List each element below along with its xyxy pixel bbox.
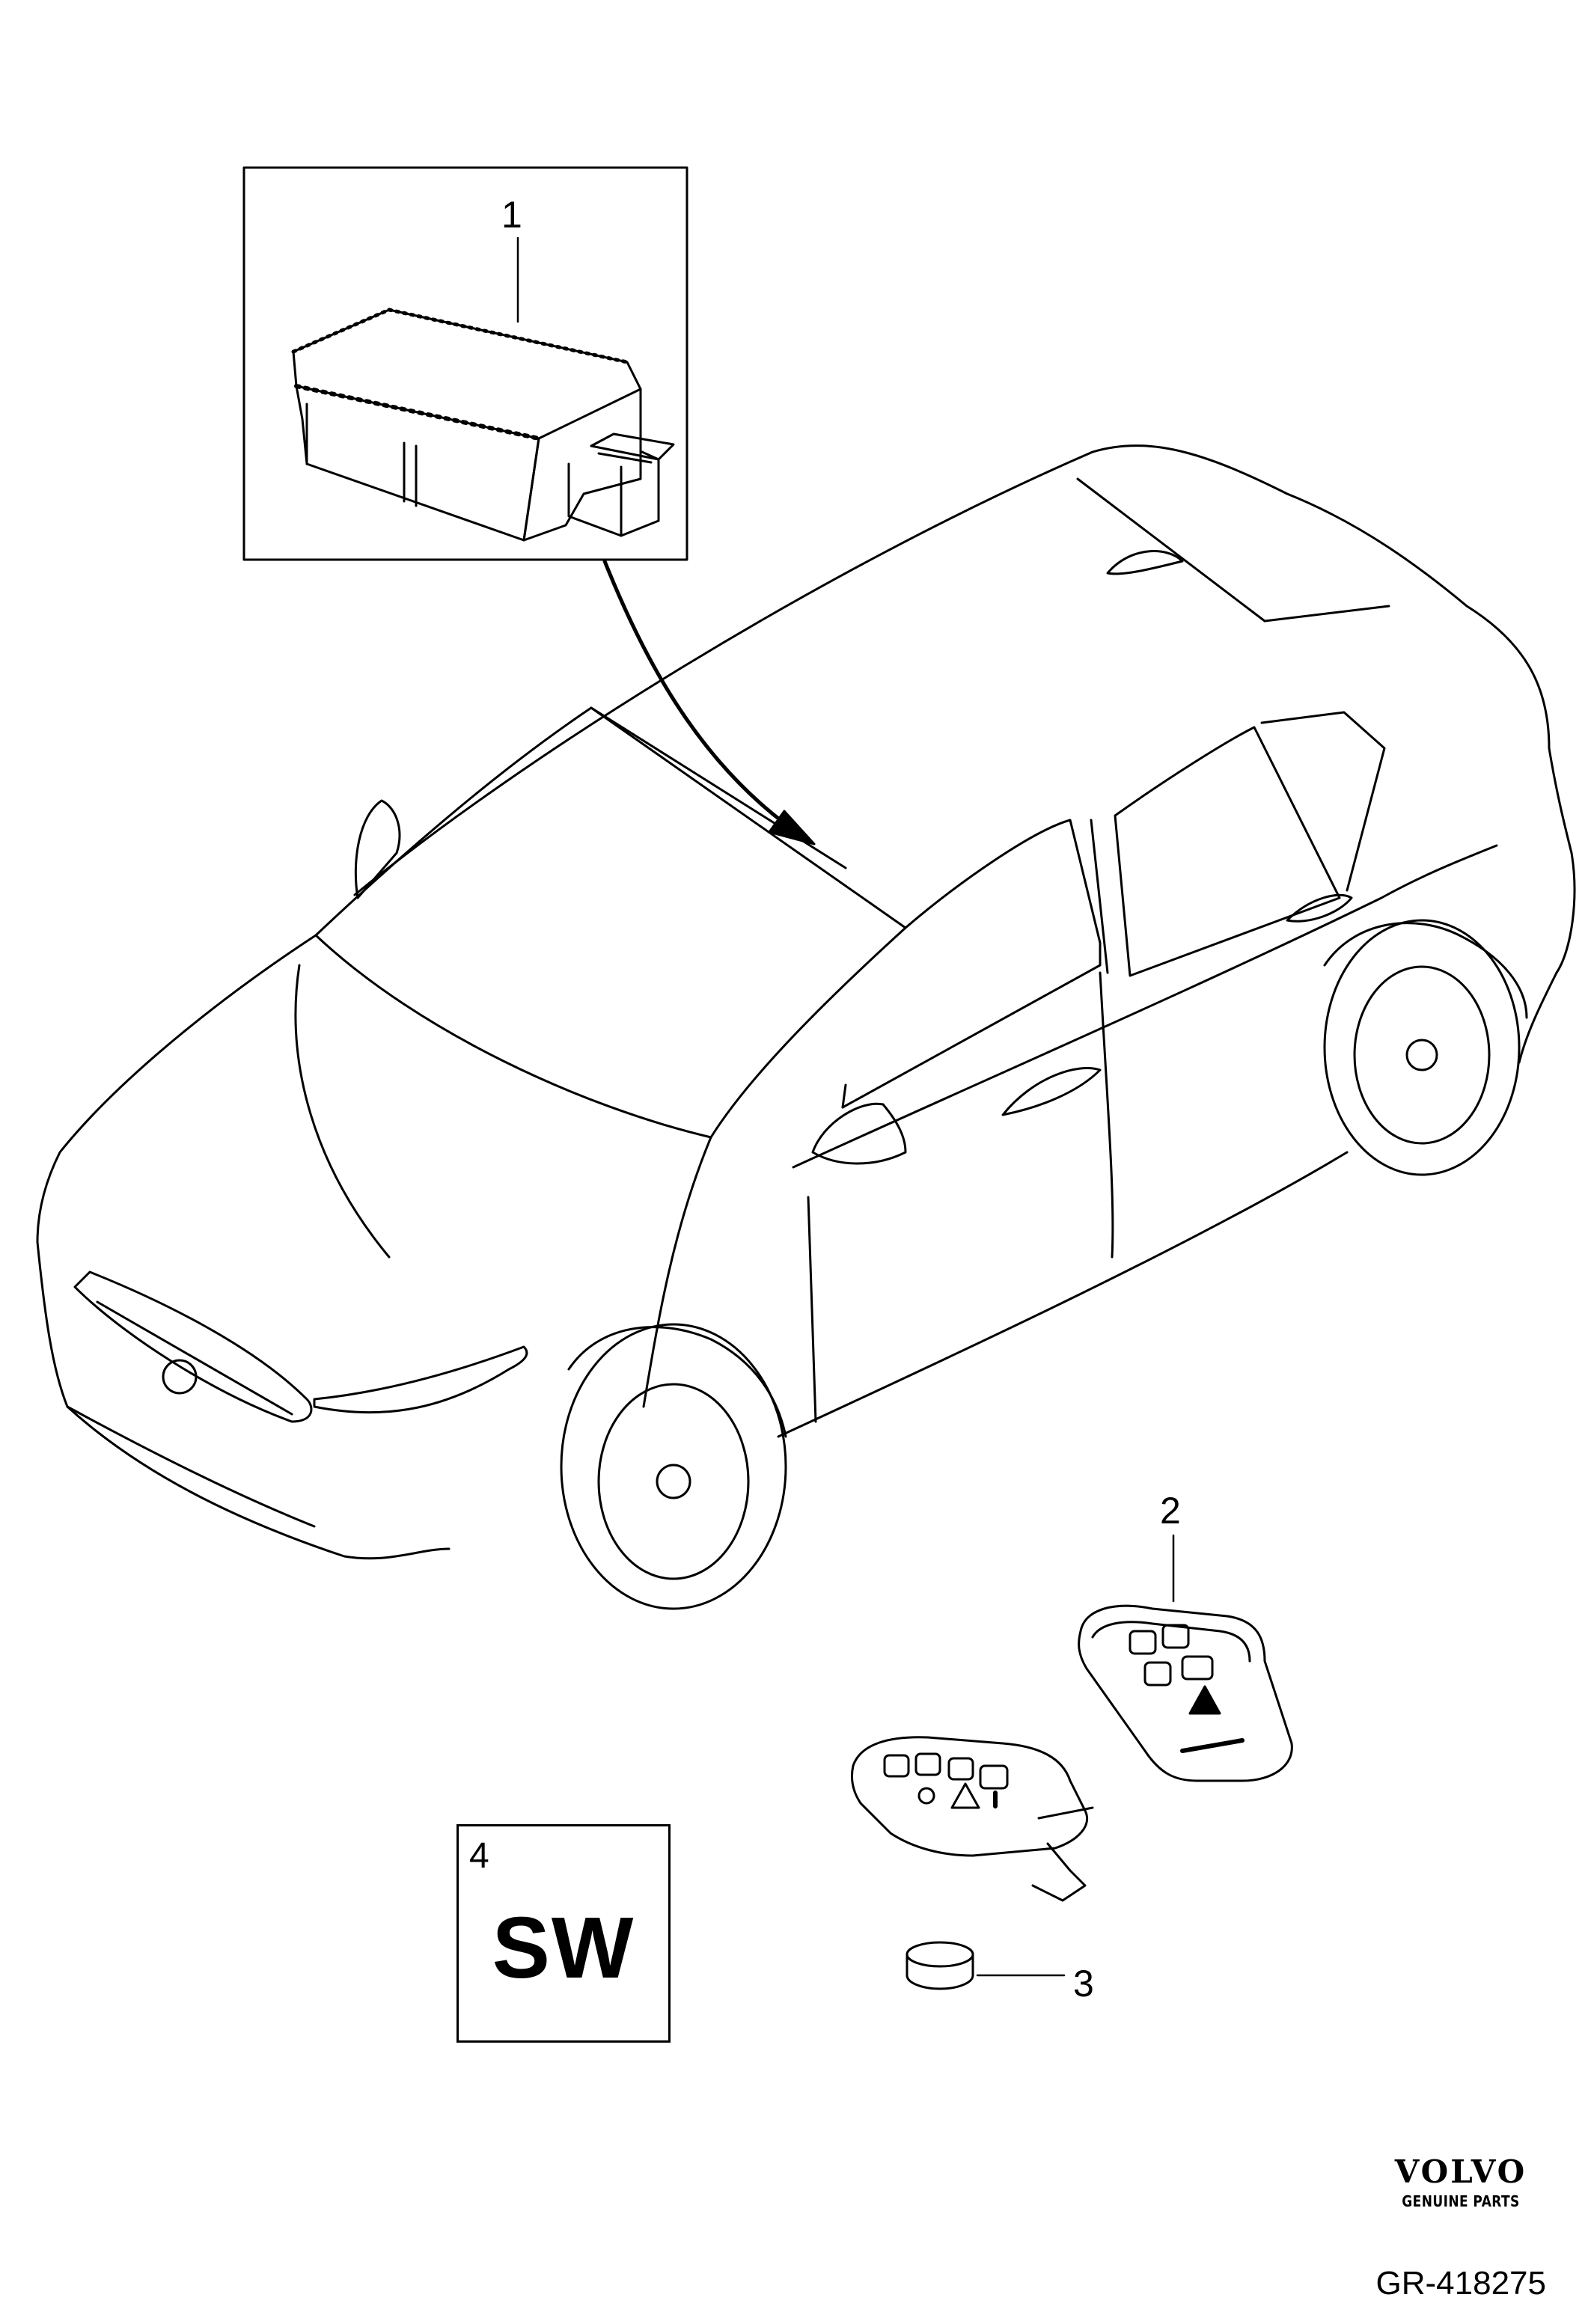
callout-part-3: 3 [1073,1963,1094,2005]
callout-part-2: 2 [1160,1490,1181,1532]
coin-battery-icon [906,1941,974,1990]
remote-key-fob-icon [1078,1604,1293,1782]
brand-name: VOLVO [1394,2153,1527,2190]
remote-key-fob-icon-secondary [850,1736,1094,1902]
hatchback-car-icon [36,444,1576,1610]
callout-part-4: 4 [469,1836,489,1876]
software-box: 4 SW [456,1824,671,2043]
brand-tagline: GENUINE PARTS [1402,2192,1520,2210]
callout-part-1: 1 [501,194,522,236]
inset-frame [242,166,688,561]
control-module-icon [291,308,675,542]
brand-logo: VOLVO GENUINE PARTS [1378,2153,1543,2211]
pointer-arrowhead [768,810,816,845]
pointer-arrow [602,559,787,825]
software-label: SW [492,1899,635,1996]
drawing-reference: GR-418275 [1375,2265,1546,2302]
